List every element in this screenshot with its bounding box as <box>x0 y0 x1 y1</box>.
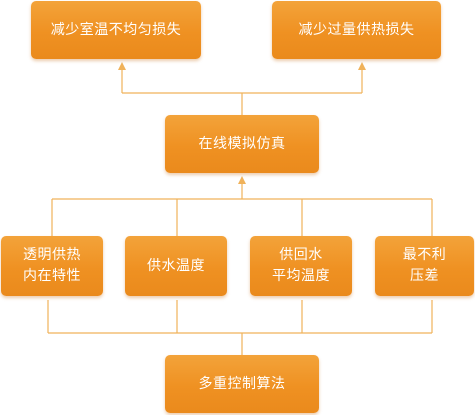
simulation-box: 在线模拟仿真 <box>165 115 319 173</box>
control-algorithm-box: 多重控制算法 <box>165 355 319 413</box>
factor-box-average-temp: 供回水 平均温度 <box>250 236 352 296</box>
factor-box-supply-temp: 供水温度 <box>125 236 227 296</box>
factor-box-pressure-diff: 最不利 压差 <box>375 236 474 296</box>
goal-box-overheat: 减少过量供热损失 <box>272 1 441 59</box>
goal-box-room-temp: 减少室温不均匀损失 <box>31 1 201 59</box>
factor-box-heating-characteristics: 透明供热 内在特性 <box>1 236 103 296</box>
